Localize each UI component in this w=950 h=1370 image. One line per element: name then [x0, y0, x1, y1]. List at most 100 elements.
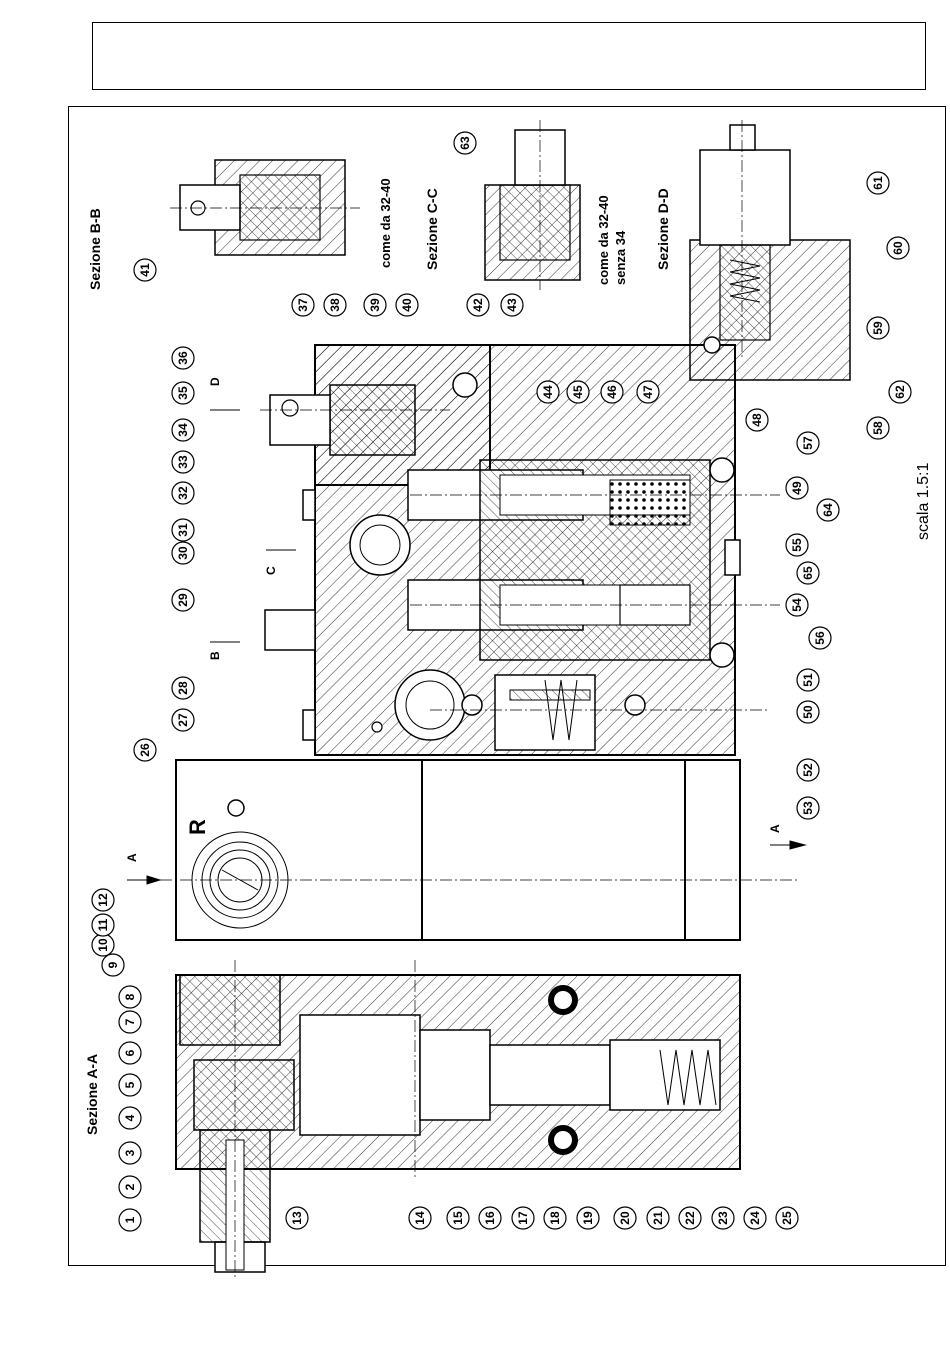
callout-3: 3 [119, 1142, 141, 1164]
callout-4: 4 [119, 1107, 141, 1129]
callout-63: 63 [454, 132, 476, 154]
section-bb [170, 160, 360, 255]
callout-number: 25 [780, 1211, 794, 1225]
callout-number: 27 [176, 713, 190, 727]
callout-number: 8 [123, 993, 137, 1000]
section-cc-label: Sezione C-C [424, 188, 440, 270]
callout-number: 30 [176, 546, 190, 560]
callout-26: 26 [134, 739, 156, 761]
callout-32: 32 [172, 482, 194, 504]
callout-19: 19 [577, 1207, 599, 1229]
callout-number: 38 [328, 298, 342, 312]
callout-number: 12 [96, 893, 110, 907]
callout-51: 51 [797, 669, 819, 691]
callout-12: 12 [92, 889, 114, 911]
callout-24: 24 [744, 1207, 766, 1229]
section-aa-label: Sezione A-A [84, 1054, 100, 1135]
callout-number: 61 [871, 176, 885, 190]
callout-58: 58 [867, 417, 889, 439]
callout-64: 64 [817, 499, 839, 521]
callout-56: 56 [809, 627, 831, 649]
callout-21: 21 [647, 1207, 669, 1229]
callout-34: 34 [172, 419, 194, 441]
callout-42: 42 [467, 294, 489, 316]
callout-number: 26 [138, 743, 152, 757]
callout-number: 6 [123, 1049, 137, 1056]
callout-number: 29 [176, 593, 190, 607]
callout-38: 38 [324, 294, 346, 316]
callout-8: 8 [119, 986, 141, 1008]
callout-62: 62 [889, 381, 911, 403]
callout-number: 40 [400, 298, 414, 312]
callout-number: 10 [96, 938, 110, 952]
callout-number: 64 [821, 503, 835, 517]
callout-number: 7 [123, 1018, 137, 1025]
callout-48: 48 [746, 409, 768, 431]
callout-number: 2 [123, 1183, 137, 1190]
callout-60: 60 [887, 237, 909, 259]
callout-13: 13 [286, 1207, 308, 1229]
callout-6: 6 [119, 1042, 141, 1064]
a-marker-right: A [768, 824, 782, 833]
callout-23: 23 [712, 1207, 734, 1229]
callout-number: 18 [548, 1211, 562, 1225]
callout-39: 39 [364, 294, 386, 316]
callout-number: 19 [581, 1211, 595, 1225]
r-block [140, 760, 800, 940]
callout-15: 15 [447, 1207, 469, 1229]
section-dd [690, 120, 850, 380]
callout-16: 16 [479, 1207, 501, 1229]
callout-7: 7 [119, 1011, 141, 1033]
callout-44: 44 [537, 381, 559, 403]
callout-37: 37 [292, 294, 314, 316]
callout-number: 11 [96, 918, 110, 931]
callout-30: 30 [172, 542, 194, 564]
callout-20: 20 [614, 1207, 636, 1229]
b-marker: B [208, 651, 222, 660]
callout-number: 47 [641, 385, 655, 399]
callout-number: 36 [176, 351, 190, 365]
callout-number: 37 [296, 298, 310, 312]
main-valve-body [260, 345, 780, 755]
callout-65: 65 [797, 562, 819, 584]
callout-18: 18 [544, 1207, 566, 1229]
callout-number: 62 [893, 385, 907, 399]
callout-number: 58 [871, 421, 885, 435]
callout-61: 61 [867, 172, 889, 194]
callout-number: 4 [123, 1114, 137, 1121]
callout-17: 17 [512, 1207, 534, 1229]
callout-number: 63 [458, 136, 472, 150]
callout-number: 24 [748, 1211, 762, 1225]
scale-label: scala 1.5:1 [915, 463, 932, 540]
callout-5: 5 [119, 1074, 141, 1096]
callout-number: 3 [123, 1149, 137, 1156]
callout-number: 59 [871, 321, 885, 335]
callout-number: 28 [176, 681, 190, 695]
callout-number: 5 [123, 1081, 137, 1088]
callout-number: 44 [541, 385, 555, 399]
callout-number: 9 [106, 961, 120, 968]
callout-number: 33 [176, 455, 190, 469]
callout-22: 22 [679, 1207, 701, 1229]
callout-number: 14 [413, 1211, 427, 1225]
callout-number: 45 [571, 385, 585, 399]
callout-number: 17 [516, 1211, 530, 1225]
callout-55: 55 [786, 534, 808, 556]
callout-49: 49 [786, 477, 808, 499]
callout-number: 51 [801, 673, 815, 687]
callout-9: 9 [102, 954, 124, 976]
callout-14: 14 [409, 1207, 431, 1229]
section-dd-label: Sezione D-D [655, 188, 671, 270]
callout-number: 65 [801, 566, 815, 580]
callout-number: 57 [801, 436, 815, 450]
callout-number: 21 [651, 1211, 665, 1225]
callout-36: 36 [172, 347, 194, 369]
callout-number: 22 [683, 1211, 697, 1225]
callout-number: 43 [505, 298, 519, 312]
callout-number: 16 [483, 1211, 497, 1225]
callout-33: 33 [172, 451, 194, 473]
callout-28: 28 [172, 677, 194, 699]
callout-25: 25 [776, 1207, 798, 1229]
callout-40: 40 [396, 294, 418, 316]
